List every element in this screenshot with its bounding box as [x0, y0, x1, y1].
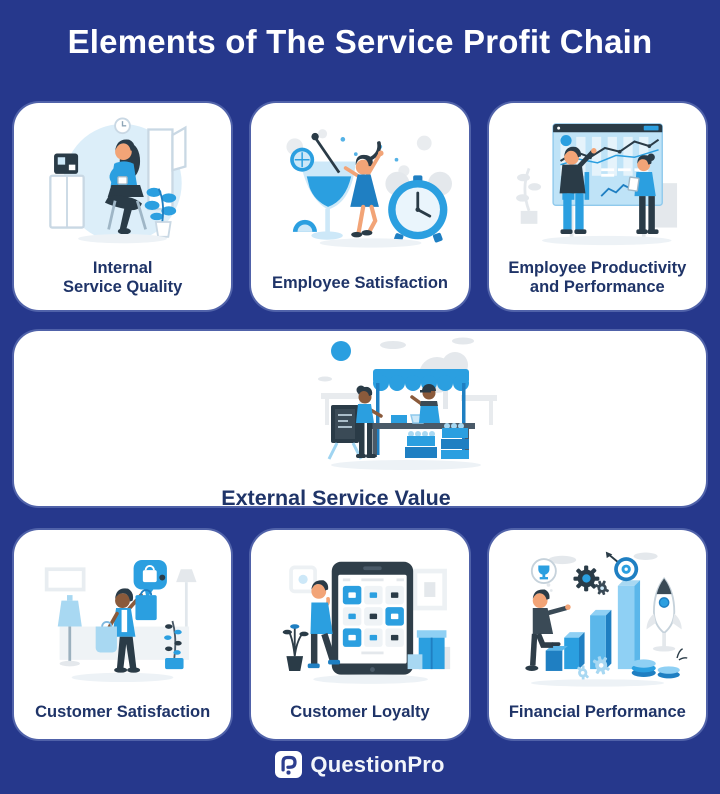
clouds-icon — [548, 552, 658, 564]
sun-icon — [331, 341, 351, 361]
coffee-machine-icon — [49, 153, 85, 229]
trophy-bubble-icon — [530, 557, 557, 592]
market-stall-scene — [318, 337, 497, 470]
customer-satisfaction-illustration — [30, 530, 215, 703]
small-gears-icon — [577, 655, 610, 680]
cocktail-glass-icon — [290, 132, 357, 240]
dancing-woman-figure — [344, 140, 385, 237]
chalkboard-easel-icon — [327, 405, 363, 460]
financial-performance-illustration — [505, 530, 690, 703]
bottom-row: Customer Satisfaction — [0, 530, 720, 739]
questionpro-logo-icon — [275, 751, 303, 778]
clouds-icon — [318, 337, 474, 382]
product-grid — [343, 585, 405, 647]
top-row: Internal Service Quality — [0, 103, 720, 310]
target-icon — [605, 551, 639, 581]
produce-crates-icon — [405, 423, 469, 459]
card-customer-loyalty: Customer Loyalty — [251, 530, 469, 739]
delivery-boxes-icon — [408, 629, 451, 669]
employee-productivity-illustration — [505, 103, 690, 259]
customer-loyalty-illustration — [267, 530, 452, 703]
shopping-scene — [44, 559, 197, 682]
employee-satisfaction-illustration — [267, 103, 453, 274]
plant-icon — [144, 187, 177, 238]
card-label: Internal Service Quality — [63, 259, 183, 296]
climbing-man-figure — [525, 588, 571, 671]
brand-name: QuestionPro — [310, 751, 445, 777]
card-label: External Service Value — [221, 486, 451, 510]
card-label: Customer Satisfaction — [35, 703, 211, 721]
growth-scene — [525, 551, 688, 687]
tablet-icon — [332, 561, 414, 675]
dashboard-scene — [515, 123, 677, 246]
card-customer-satisfaction: Customer Satisfaction — [14, 530, 232, 739]
card-employee-productivity: Employee Productivity and Performance — [488, 103, 706, 310]
alarm-clock-icon — [385, 171, 453, 243]
shopper-woman-figure — [95, 587, 157, 673]
bar-chart-3d-icon — [564, 579, 640, 669]
card-financial-performance: Financial Performance — [488, 530, 706, 739]
confetti-icon — [286, 128, 441, 206]
coins-icon — [631, 647, 688, 678]
card-external-service-value: External Service Value — [14, 331, 706, 510]
potted-plant-icon — [283, 623, 310, 671]
wall-clock-icon — [114, 117, 131, 135]
gear-icon — [573, 565, 609, 595]
celebration-scene — [286, 128, 453, 248]
background-plant-icon — [515, 167, 541, 224]
rocket-icon — [646, 576, 682, 652]
internal-service-quality-illustration — [30, 103, 215, 259]
wall-frame-icon — [289, 565, 448, 610]
card-label: Financial Performance — [508, 703, 686, 721]
vendor-figure — [410, 384, 440, 423]
speech-bubble-bag-icon — [133, 559, 168, 599]
mannequin-icon — [57, 594, 82, 666]
coffee-break-scene — [49, 117, 187, 244]
floor-lamp-icon — [176, 568, 197, 627]
page-title: Elements of The Service Profit Chain — [67, 23, 653, 60]
woman-with-tablet-figure — [627, 153, 659, 235]
wall-frame-icon — [44, 566, 86, 591]
card-internal-service-quality: Internal Service Quality — [14, 103, 232, 310]
customer-figure — [356, 385, 383, 458]
brand-footer: QuestionPro — [0, 751, 720, 778]
card-employee-satisfaction: Employee Satisfaction — [251, 103, 469, 310]
stall-awning-icon — [373, 369, 469, 455]
external-service-value-illustration — [306, 331, 506, 486]
woman-on-break-figure — [105, 139, 148, 235]
tablet-shop-scene — [283, 561, 451, 684]
card-label: Employee Productivity and Performance — [508, 259, 687, 296]
man-pointing-figure — [559, 146, 597, 235]
leaning-man-figure — [308, 579, 341, 668]
potted-plant-icon — [164, 620, 184, 669]
card-label: Customer Loyalty — [290, 703, 430, 721]
card-label: Employee Satisfaction — [271, 274, 449, 292]
